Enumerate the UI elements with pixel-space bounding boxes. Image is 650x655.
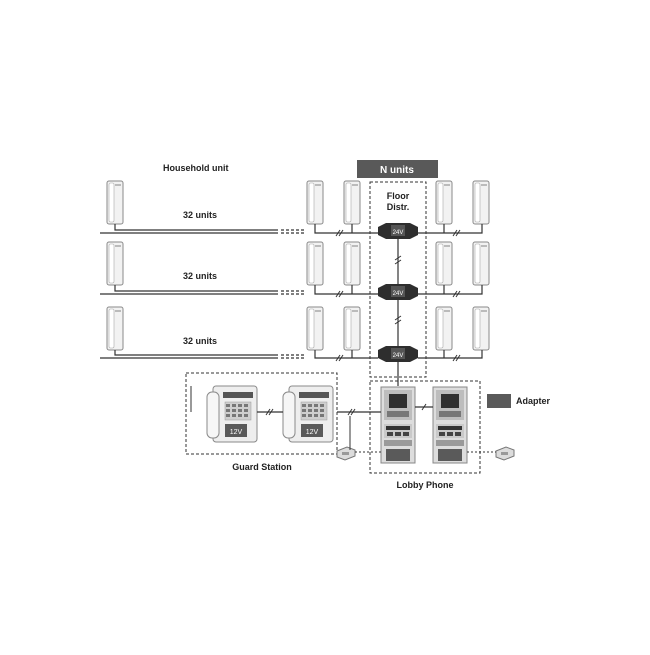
household-handset xyxy=(435,180,453,225)
guard-station-box xyxy=(185,372,338,455)
adapter-legend-label: Adapter xyxy=(516,396,551,406)
household-handset xyxy=(343,180,361,225)
floor-row: 24V 32 units xyxy=(100,241,490,300)
household-unit-label: Household unit xyxy=(163,163,229,173)
distributor-voltage: 24V xyxy=(393,353,404,359)
units-count-label: 32 units xyxy=(183,336,217,346)
household-handset xyxy=(343,306,361,351)
power-adapter-icon xyxy=(336,446,356,461)
guard-phone-voltage: 12V xyxy=(306,429,319,436)
n-units-header: N units xyxy=(357,160,438,178)
household-handset xyxy=(106,180,124,225)
household-handset xyxy=(435,306,453,351)
adapter-legend-swatch xyxy=(487,394,511,408)
household-handset xyxy=(472,241,490,286)
household-handset xyxy=(472,306,490,351)
floor-distr-label-line1: Floor xyxy=(387,191,410,201)
lobby-panel xyxy=(380,386,416,464)
bus-line xyxy=(114,224,278,231)
floor-row: 24V 32 units xyxy=(100,180,490,239)
guard-station-label: Guard Station xyxy=(232,462,292,472)
lobby-panel xyxy=(432,386,468,464)
lobby-panel-voltage: 12V xyxy=(444,464,457,471)
units-count-label: 32 units xyxy=(183,210,217,220)
lobby-phone-label: Lobby Phone xyxy=(397,480,454,490)
household-handset xyxy=(306,180,324,225)
units-count-label: 32 units xyxy=(183,271,217,281)
household-handset xyxy=(106,241,124,286)
floor-distributor-box xyxy=(369,181,427,378)
floor-distr-label-line2: Distr. xyxy=(387,202,410,212)
household-handset xyxy=(343,241,361,286)
distributor-voltage: 24V xyxy=(393,291,404,297)
lobby-phone-box xyxy=(369,380,481,474)
household-handset xyxy=(472,180,490,225)
floor-row: 24V 32 units xyxy=(100,306,490,362)
power-adapter-icon xyxy=(495,446,515,461)
household-handset xyxy=(435,241,453,286)
distributor-voltage: 24V xyxy=(393,230,404,236)
household-handset xyxy=(306,241,324,286)
guard-phone-voltage: 12V xyxy=(230,429,243,436)
household-handset xyxy=(106,306,124,351)
lobby-panel-voltage: 12V xyxy=(392,464,405,471)
n-units-label: N units xyxy=(380,165,414,176)
household-handset xyxy=(306,306,324,351)
